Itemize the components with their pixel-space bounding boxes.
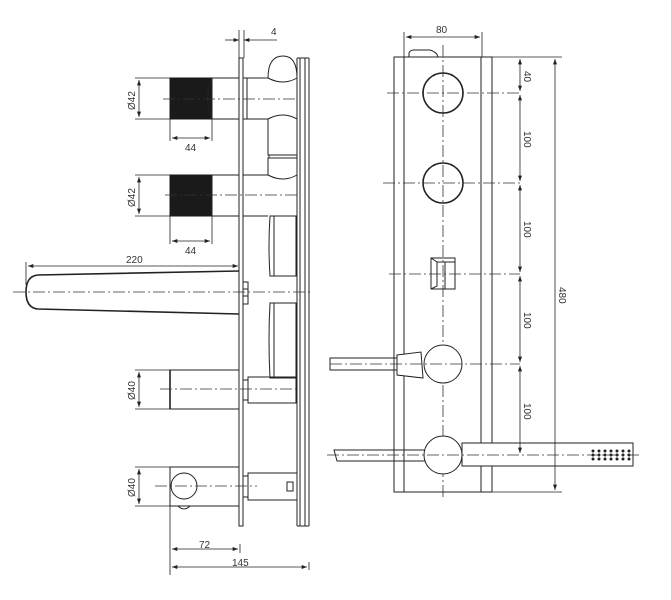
dim-knob1-diameter: Ø42 — [127, 77, 170, 120]
dim-width: 80 — [403, 25, 483, 57]
dim-label: 72 — [199, 540, 211, 551]
knob-2 — [169, 174, 268, 217]
dim-vertical-spacing: 40 100 100 100 100 480 — [492, 56, 567, 493]
outlet-2 — [169, 466, 298, 510]
dim-label: Ø42 — [127, 91, 138, 110]
spout — [25, 270, 249, 315]
dim-label: 44 — [185, 143, 197, 154]
knob-1 — [169, 77, 268, 120]
dim-label: 220 — [126, 255, 143, 266]
cartridge-bodies — [267, 55, 298, 379]
dim-label: 480 — [556, 287, 567, 304]
front-outlet-1 — [329, 344, 463, 384]
dim-knob2-diameter: Ø42 — [127, 174, 170, 217]
dim-knob2-length: 44 — [169, 216, 213, 257]
side-view: 4 Ø42 44 Ø42 44 220 — [13, 27, 310, 575]
dim-projection: 72 145 — [169, 506, 310, 575]
dim-outlet1-diameter: Ø40 — [127, 369, 170, 410]
dim-label: 100 — [521, 221, 532, 238]
dim-label: 100 — [521, 131, 532, 148]
dim-label: Ø40 — [127, 478, 138, 497]
dim-label: 100 — [521, 312, 532, 329]
dim-outlet2-diameter: Ø40 — [127, 466, 170, 507]
dim-label: 100 — [521, 403, 532, 420]
dim-label: 4 — [271, 27, 277, 38]
dim-label: 40 — [521, 71, 532, 83]
dim-knob1-length: 44 — [169, 119, 213, 154]
dim-label: Ø42 — [127, 188, 138, 207]
front-spout-outlet — [430, 257, 456, 290]
outlet-1 — [169, 369, 297, 410]
dim-label: 145 — [232, 558, 249, 569]
dim-label: 80 — [436, 25, 448, 36]
front-view: 80 40 100 100 100 100 480 — [327, 25, 640, 500]
dim-label: Ø40 — [127, 381, 138, 400]
dim-plate-thickness: 4 — [225, 27, 277, 58]
dim-spout-length: 220 — [25, 255, 238, 285]
dim-label: 44 — [185, 246, 197, 257]
